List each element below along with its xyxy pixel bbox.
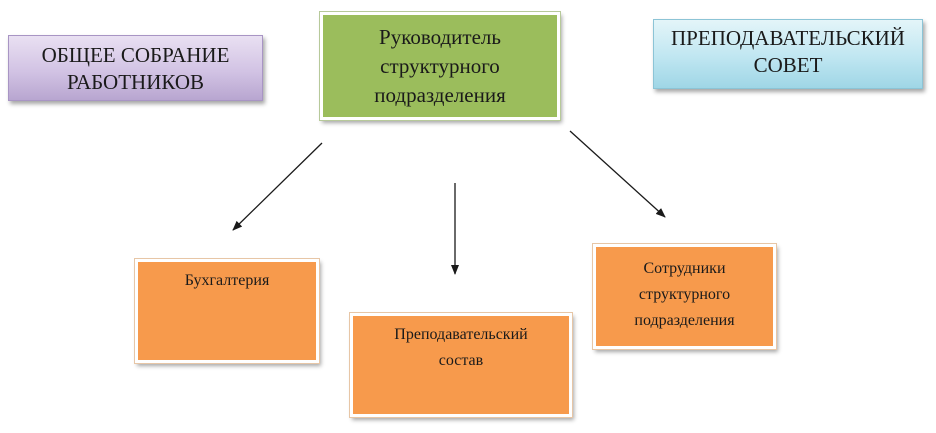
general-assembly-line-1: ОБЩЕЕ СОБРАНИЕ (41, 43, 230, 67)
unit-head-line-2: структурного (380, 54, 500, 78)
unit-staff-line-2: структурного (638, 286, 731, 303)
unit-head-line-1: Руководитель (379, 25, 501, 49)
unit-head-box: Руководитель структурного подразделения (319, 11, 561, 121)
teaching-staff-line-2: состав (438, 352, 484, 369)
teaching-council-line-1: ПРЕПОДАВАТЕЛЬСКИЙ (671, 26, 905, 50)
teaching-staff-line-1: Преподавательский (394, 326, 528, 343)
general-assembly-box: ОБЩЕЕ СОБРАНИЕ РАБОТНИКОВ (8, 35, 263, 101)
accounting-label: Бухгалтерия (184, 272, 270, 289)
accounting-box: Бухгалтерия (134, 258, 320, 364)
arrow-to-accounting (232, 142, 323, 231)
teaching-council-line-2: СОВЕТ (753, 53, 823, 77)
unit-staff-box: Сотрудники структурного подразделения (592, 243, 777, 350)
unit-staff-line-3: подразделения (634, 312, 735, 329)
teaching-staff-box: Преподавательский состав (349, 312, 573, 418)
arrow-to-unit-staff (569, 130, 666, 218)
general-assembly-line-2: РАБОТНИКОВ (66, 70, 205, 94)
unit-staff-line-1: Сотрудники (643, 260, 726, 277)
teaching-council-box: ПРЕПОДАВАТЕЛЬСКИЙ СОВЕТ (653, 19, 923, 89)
unit-head-line-3: подразделения (374, 83, 506, 107)
